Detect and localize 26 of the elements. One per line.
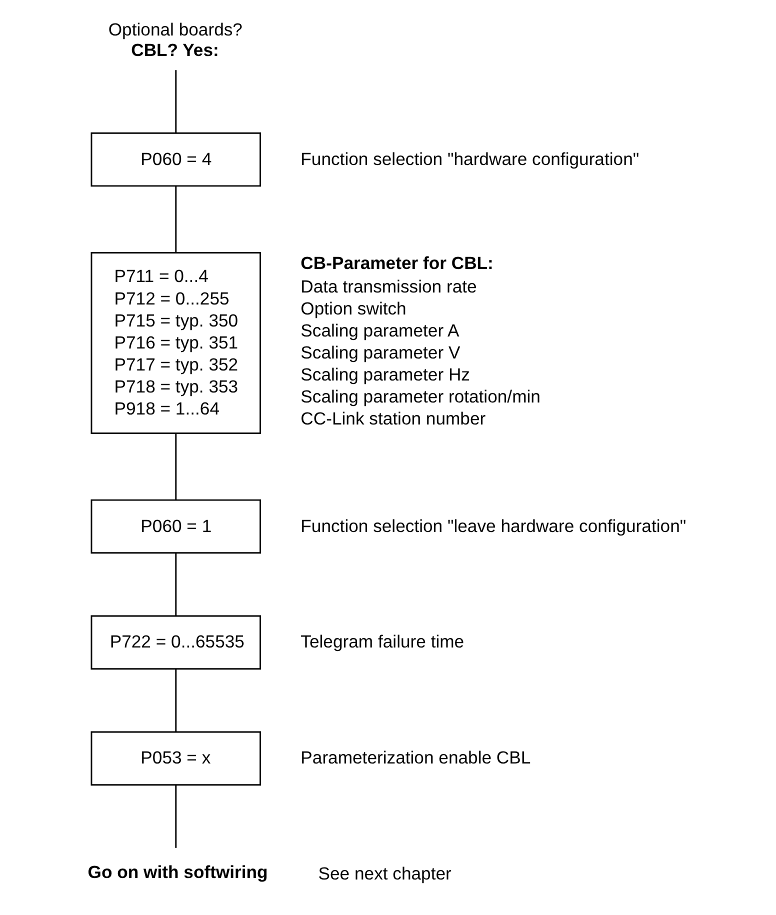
- node-label: Function selection "hardware configuration": [300, 148, 640, 169]
- connector: [175, 70, 177, 133]
- node-label: Scaling parameter V: [300, 342, 460, 363]
- connector: [175, 553, 177, 616]
- node-box: P711 = 0...4 P712 = 0...255 P715 = typ. 350 P716 = typ. 351 P717 = typ. 352 P718 = typ. 353 P918 = 1...64: [90, 252, 262, 434]
- node-label: Function selection "leave hardware configuration": [300, 516, 686, 536]
- node-label: Option switch: [300, 298, 406, 319]
- node-label: Scaling parameter A: [300, 320, 460, 341]
- node-box: P053 = x: [90, 731, 262, 786]
- node-label: Telegram failure time: [300, 632, 464, 652]
- node-text: Optional boards? CBL? Yes:: [108, 20, 242, 60]
- node-box: P060 = 4: [90, 132, 262, 187]
- node-label: CB-Parameter for CBL:: [300, 253, 494, 274]
- connector: [175, 784, 177, 848]
- connector: [175, 186, 177, 253]
- connector: [175, 669, 177, 732]
- node-label: Scaling parameter Hz: [300, 364, 470, 385]
- node-label: CC-Link station number: [300, 408, 486, 429]
- node-label: See next chapter: [318, 864, 452, 884]
- node-text: Go on with softwiring: [88, 862, 268, 882]
- node-box: P722 = 0...65535: [90, 615, 262, 670]
- node-label: Scaling parameter rotation/min: [300, 386, 540, 407]
- node-label: Parameterization enable CBL: [300, 748, 531, 768]
- node-box: P060 = 1: [90, 499, 262, 554]
- node-label: Data transmission rate: [300, 276, 477, 297]
- connector: [175, 434, 177, 500]
